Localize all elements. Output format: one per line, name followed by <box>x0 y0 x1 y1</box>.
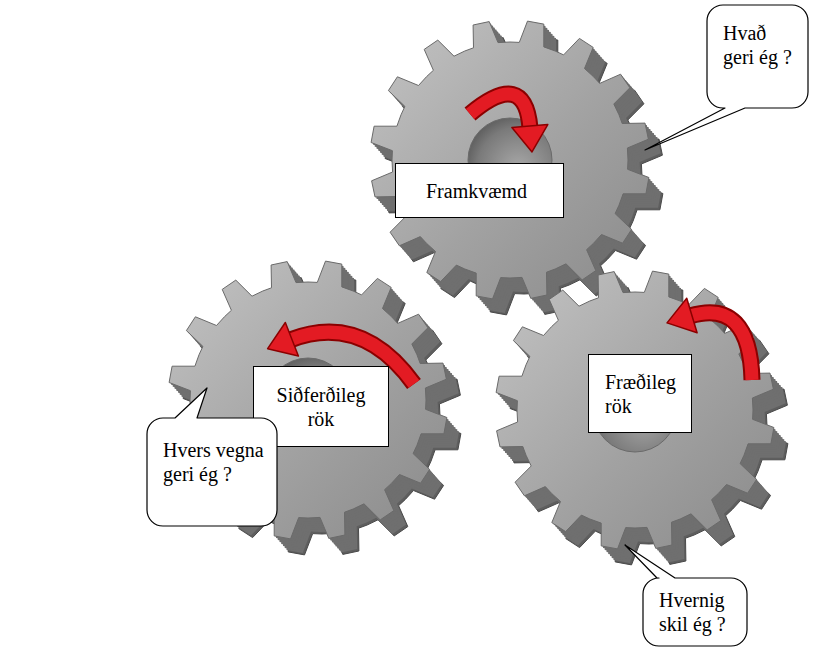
gear <box>496 271 788 565</box>
arrow-body <box>690 313 752 380</box>
node-text: Fræðileg rök <box>605 370 683 418</box>
arrow-head <box>268 322 299 356</box>
bubble-shape <box>645 5 808 150</box>
bubble-shape <box>625 545 747 646</box>
node-text: Siðferðileg rök <box>271 383 371 431</box>
gear <box>371 21 663 315</box>
label-box: Framkvæmd <box>395 163 564 218</box>
speech-bubble: Hvernig skil ég ? <box>643 578 747 646</box>
arrow-outline <box>470 94 530 128</box>
gear-face <box>371 21 649 299</box>
bubble-outline <box>643 578 747 646</box>
arrow-body <box>470 94 530 128</box>
arrow-head <box>512 125 548 152</box>
speech-bubble: Hvers vegna geri ég ? <box>147 418 277 526</box>
label-box: Fræðileg rök <box>588 354 692 433</box>
gear-face <box>496 271 774 549</box>
bubble-shape <box>147 388 277 526</box>
node-text: Hvers vegna geri ég ? <box>163 438 267 486</box>
speech-bubble: Hvað geri ég ? <box>707 5 808 108</box>
rotation-arrow <box>470 94 548 152</box>
arrow-outline <box>690 313 752 380</box>
node-text: Framkvæmd <box>426 179 546 203</box>
node-text: Hvað geri ég ? <box>723 21 797 69</box>
node-text: Hvernig skil ég ? <box>659 588 739 636</box>
arrow-head <box>667 298 697 332</box>
